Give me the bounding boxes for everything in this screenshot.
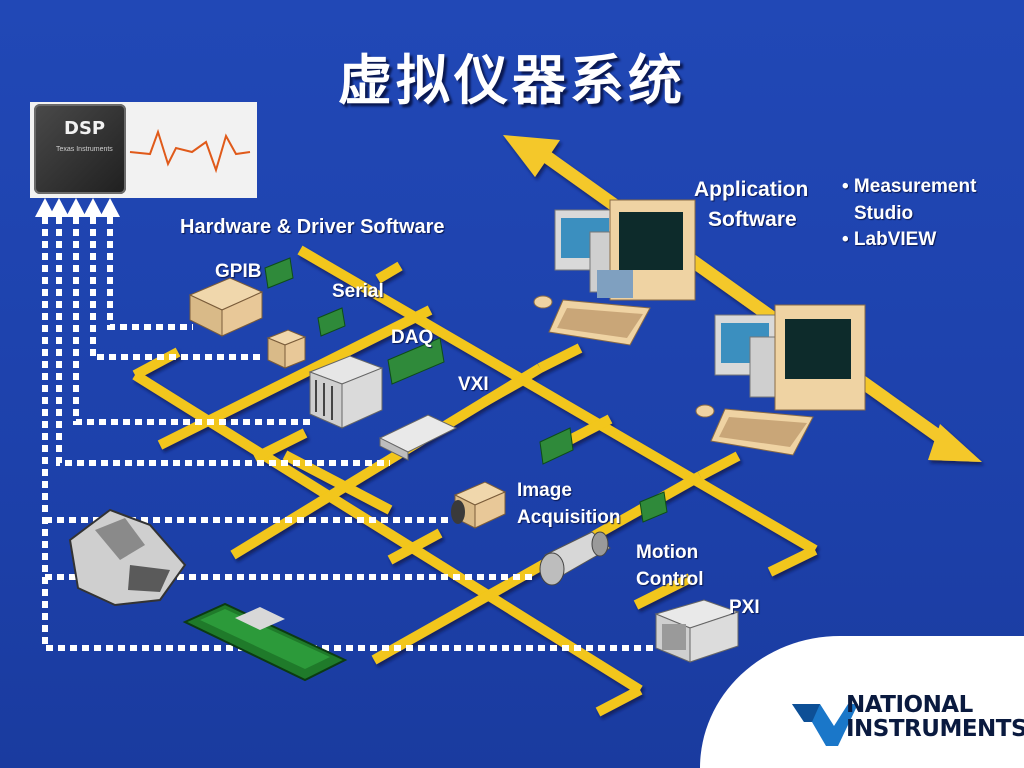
camera-icon xyxy=(451,481,507,529)
daq-device-icon xyxy=(378,414,458,461)
vxi-label: VXI xyxy=(458,374,489,395)
gpib-instrument-icon xyxy=(188,277,264,337)
application-label-1: Application xyxy=(694,178,809,201)
computer-icon xyxy=(695,304,866,456)
pxi-label: PXI xyxy=(729,597,760,618)
motion-control-label-2: Control xyxy=(636,569,704,590)
vxi-chassis-icon xyxy=(308,355,384,429)
software-list: • Measurement Studio • LabVIEW xyxy=(842,174,976,254)
software-item: Studio xyxy=(854,202,914,224)
ni-eagle-icon xyxy=(792,704,858,746)
page-title: 虚拟仪器系统 xyxy=(338,48,686,112)
software-item: • LabVIEW xyxy=(842,229,937,250)
motor-icon xyxy=(539,531,611,586)
dsp-image: DSP Texas Instruments xyxy=(30,102,257,198)
daq-label: DAQ xyxy=(391,327,434,348)
application-arrow xyxy=(503,135,982,462)
up-arrowheads xyxy=(35,198,120,217)
waveform-icon xyxy=(129,128,251,174)
image-acquisition-label-2: Acquisition xyxy=(517,507,621,528)
computer-icon xyxy=(533,199,696,346)
ni-logo-line1: NATIONAL xyxy=(846,692,973,718)
application-label-2: Software xyxy=(708,208,797,231)
gpib-label: GPIB xyxy=(215,261,262,282)
ni-logo-line2: INSTRUMENTS xyxy=(846,716,1024,742)
motion-control-label-1: Motion xyxy=(636,542,699,563)
bus-network xyxy=(132,245,818,717)
software-item: • Measurement xyxy=(842,176,977,197)
image-acquisition-label-1: Image xyxy=(517,480,572,501)
dsp-chip-maker: Texas Instruments xyxy=(56,146,113,153)
dsp-chip-icon: DSP Texas Instruments xyxy=(34,104,126,194)
circuit-board-icon xyxy=(182,602,348,682)
serial-label: Serial xyxy=(332,281,384,302)
serial-device-icon xyxy=(266,329,307,369)
interface-card-icon xyxy=(264,257,668,523)
ni-logo-text: NATIONAL INSTRUMENTS xyxy=(846,693,1024,741)
pxi-chassis-icon xyxy=(654,599,740,663)
engine-icon xyxy=(68,508,187,607)
hardware-label: Hardware & Driver Software xyxy=(180,216,445,238)
dsp-chip-label: DSP xyxy=(64,118,106,139)
dotted-connections xyxy=(42,205,658,651)
